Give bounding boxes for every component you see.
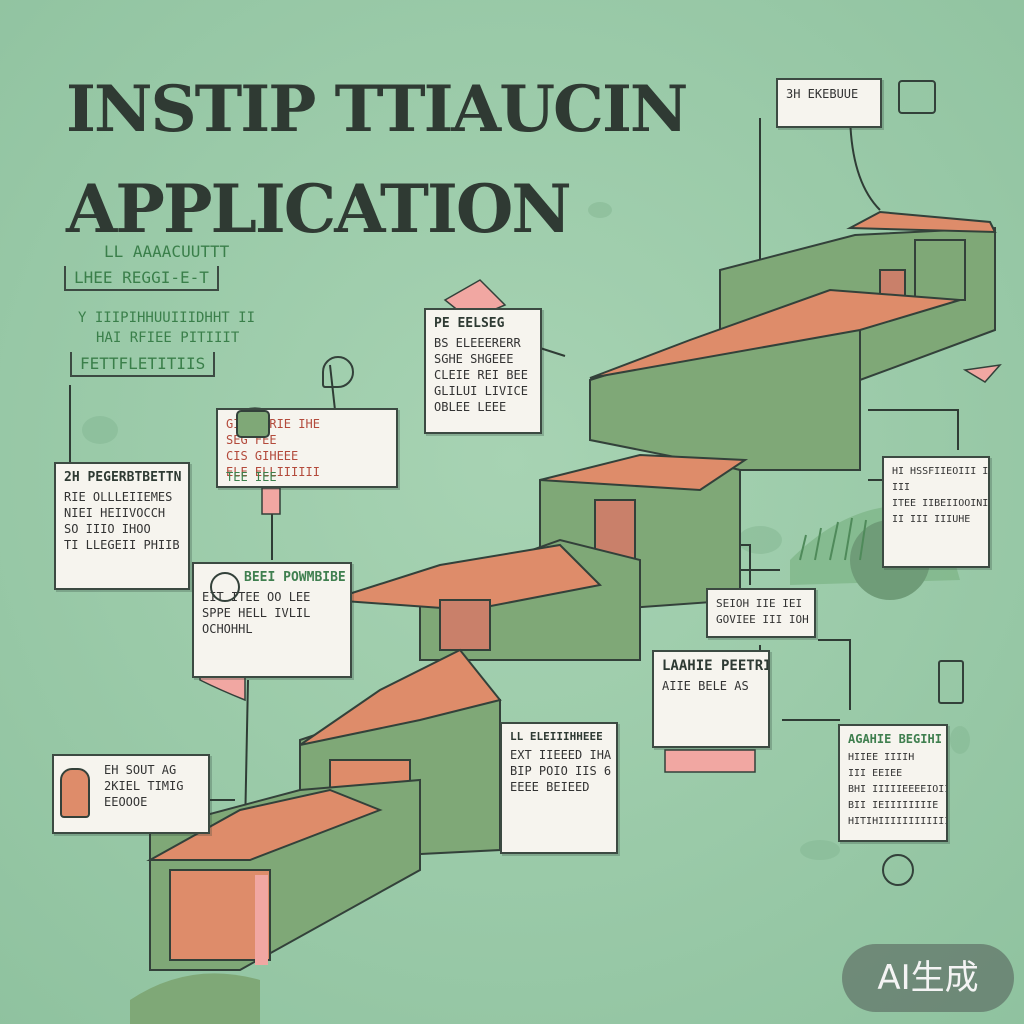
note-title: AGAHIE BEGIHI [848,732,938,746]
spiral-icon [210,572,240,602]
note-line: SPPE HELL IVLIL [202,605,342,621]
note-bottom-center: LL ELEIIIHHEEE EXT IIEEED IHA 1 BIP POIO… [500,722,618,854]
note-line: BII IEIIIIIIIIE [848,798,938,814]
note-title: PE EELSEG [434,316,532,331]
header-strip-2: LHEE REGGI-E-T [64,266,219,291]
note-title: LL ELEIIIHHEEE [510,730,608,743]
note-line: HITIHIIIIIIIIIIIIE [848,814,938,830]
chat-bubble-icon [882,854,914,886]
note-line: HIIEE IIIIH [848,750,938,766]
person-icon [60,768,90,818]
note-line: SO IIIO IHOO [64,521,180,537]
note-line: CLEIE REI BEE [434,367,532,383]
note-line: SGHE SHGEEE [434,351,532,367]
note-line: OBLEE LEEE [434,399,532,415]
note-left: 2H PEGERBTBETTN RIE OLLLEIIEMES NIEI HEI… [54,462,190,590]
note-line: II III IIIUHE [892,512,980,528]
note-line: GOVIEE III IOH [716,612,806,628]
note-line: SEIOH IIE IEI [716,596,806,612]
device-icon [938,660,964,704]
note-line: TI LLEGEII PHIIB [64,537,180,553]
header-strip-4: HAI RFIEE PITIIIT [96,330,239,346]
header-strip-1: LL AAAACUUTTT [104,242,229,261]
note-line: III [892,480,980,496]
note-line: CIS GIHEEE [226,448,388,464]
note-title: 2H PEGERBTBETTN [64,470,180,485]
note-line: III EEIEE [848,766,938,782]
note-bottom-right: AGAHIE BEGIHI HIIEE IIIIH III EEIEE BHI … [838,724,948,842]
robot-icon [236,410,270,438]
note-line: RIE OLLLEIIEMES [64,489,180,505]
note-center-top: PE EELSEG BS ELEEERERR SGHE SHGEEE CLEIE… [424,308,542,434]
note-line: 3H EKEBUUE [786,86,872,102]
speech-icon [322,356,354,388]
header-strip-5: FETTFLETITIIS [70,352,215,377]
note-line: OCHOHHL [202,621,342,637]
note-right-mid: HI HSSFIIEOIII IIIH III ITEE IIBEIIOOINI… [882,456,990,568]
note-line: NIEI HEIIVOCCH [64,505,180,521]
diagram-title-line2: APPLICATION [66,170,570,248]
note-top-right: 3H EKEBUUE [776,78,882,128]
ai-generated-badge: AI生成 [842,944,1014,1012]
diagram-title-line1: INSTIP TTIAUCIN [66,72,686,147]
note-title: LAAHIE PEETRI [662,658,760,674]
note-line: EEEE BEIEED [510,779,608,795]
header-strip-3: Y IIIPIHHUUIIIDHHT II [78,310,255,326]
note-line: AIIE BELE AS [662,678,760,694]
note-center-right-2: LAAHIE PEETRI AIIE BELE AS [652,650,770,748]
note-mid-left-label: TEE IEE [226,470,277,484]
note-line: BHI IIIIIEEEEIOIIE [848,782,938,798]
note-line: HI HSSFIIEOIII IIIH [892,464,980,480]
note-line: GLILUI LIVICE [434,383,532,399]
window-icon [898,80,936,114]
note-center-right: SEIOH IIE IEI GOVIEE III IOH [706,588,816,638]
note-line: BS ELEEERERR [434,335,532,351]
note-line: BIP POIO IIS 6 [510,763,608,779]
note-line: EXT IIEEED IHA 1 [510,747,608,763]
